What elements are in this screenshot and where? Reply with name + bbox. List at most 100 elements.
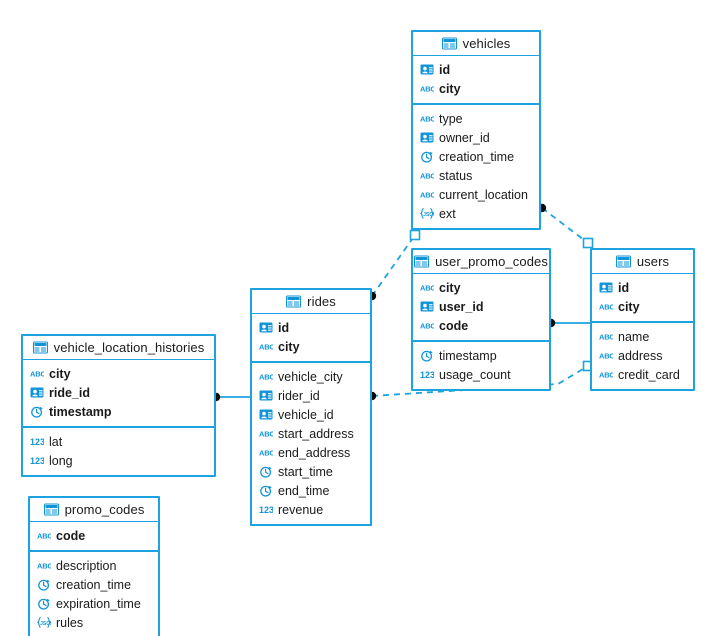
svg-text:ABC: ABC [259, 343, 273, 352]
column-row-rides-revenue[interactable]: 123 revenue [252, 500, 370, 519]
table-header-vehicles[interactable]: vehicles [413, 32, 539, 56]
svg-text:ABC: ABC [420, 172, 434, 181]
column-name: start_address [278, 426, 354, 441]
clock-icon [37, 578, 51, 591]
table-title-vehicle_location_histories: vehicle_location_histories [53, 340, 205, 355]
relationship-rel-upc-users[interactable] [546, 318, 590, 328]
primary-key-row-promo_codes-code[interactable]: ABC code [30, 526, 158, 545]
column-row-rides-vehicle_id[interactable]: vehicle_id [252, 405, 370, 424]
column-row-user_promo_codes-timestamp[interactable]: timestamp [413, 346, 549, 365]
primary-key-row-users-id[interactable]: id [592, 278, 693, 297]
column-name: rider_id [278, 388, 320, 403]
table-header-rides[interactable]: rides [252, 290, 370, 314]
table-header-promo_codes[interactable]: promo_codes [30, 498, 158, 522]
column-name: id [278, 320, 290, 335]
primary-key-row-vehicle_location_histories-ride_id[interactable]: ride_id [23, 383, 214, 402]
relationship-line [371, 234, 416, 297]
table-header-user_promo_codes[interactable]: user_promo_codes [413, 250, 549, 274]
column-name: expiration_time [56, 596, 141, 611]
column-row-vehicles-ext[interactable]: JSON ext [413, 204, 539, 223]
svg-text:ABC: ABC [37, 532, 51, 541]
column-name: timestamp [49, 404, 112, 419]
column-name: ext [439, 206, 456, 221]
column-row-promo_codes-description[interactable]: ABC description [30, 556, 158, 575]
abc-string-icon: ABC [37, 559, 51, 572]
column-row-vehicles-creation_time[interactable]: creation_time [413, 147, 539, 166]
column-name: vehicle_id [278, 407, 334, 422]
clock-icon [259, 465, 273, 478]
table-header-users[interactable]: users [592, 250, 693, 274]
relationship-rel-vehicles-users[interactable] [537, 203, 594, 249]
clock-icon [259, 484, 273, 497]
column-row-promo_codes-creation_time[interactable]: creation_time [30, 575, 158, 594]
column-name: timestamp [439, 348, 497, 363]
table-header-vehicle_location_histories[interactable]: vehicle_location_histories [23, 336, 214, 360]
abc-string-icon: ABC [420, 188, 434, 201]
column-row-rides-rider_id[interactable]: rider_id [252, 386, 370, 405]
svg-text:ABC: ABC [259, 430, 273, 439]
clock-icon [420, 349, 434, 362]
abc-string-icon: ABC [259, 370, 273, 383]
svg-text:ABC: ABC [599, 303, 613, 312]
column-row-vehicle_location_histories-lat[interactable]: 123 lat [23, 432, 214, 451]
svg-text:ABC: ABC [599, 371, 613, 380]
column-name: revenue [278, 502, 324, 517]
123-number-icon: 123 [30, 435, 44, 448]
column-row-vehicles-owner_id[interactable]: owner_id [413, 128, 539, 147]
column-row-rides-start_time[interactable]: start_time [252, 462, 370, 481]
svg-text:ABC: ABC [37, 562, 51, 571]
svg-text:JSON: JSON [40, 621, 51, 627]
primary-key-row-vehicles-id[interactable]: id [413, 60, 539, 79]
primary-key-row-vehicle_location_histories-timestamp[interactable]: timestamp [23, 402, 214, 421]
column-row-rides-end_time[interactable]: end_time [252, 481, 370, 500]
svg-text:123: 123 [259, 505, 273, 515]
column-name: address [618, 348, 663, 363]
abc-string-icon: ABC [259, 427, 273, 440]
column-row-promo_codes-expiration_time[interactable]: expiration_time [30, 594, 158, 613]
relationship-rel-vlh-rides[interactable] [211, 392, 250, 402]
primary-key-row-users-city[interactable]: ABC city [592, 297, 693, 316]
primary-key-row-rides-id[interactable]: id [252, 318, 370, 337]
column-name: city [618, 299, 640, 314]
column-name: code [56, 528, 86, 543]
svg-text:ABC: ABC [259, 449, 273, 458]
json-icon: JSON [420, 207, 434, 220]
table-title-rides: rides [307, 294, 336, 309]
column-name: description [56, 558, 117, 573]
primary-key-row-user_promo_codes-user_id[interactable]: user_id [413, 297, 549, 316]
column-row-promo_codes-rules[interactable]: JSON rules [30, 613, 158, 632]
svg-text:123: 123 [420, 370, 434, 380]
column-row-rides-start_address[interactable]: ABC start_address [252, 424, 370, 443]
column-name: rules [56, 615, 84, 630]
column-name: lat [49, 434, 63, 449]
table-icon [286, 295, 302, 308]
